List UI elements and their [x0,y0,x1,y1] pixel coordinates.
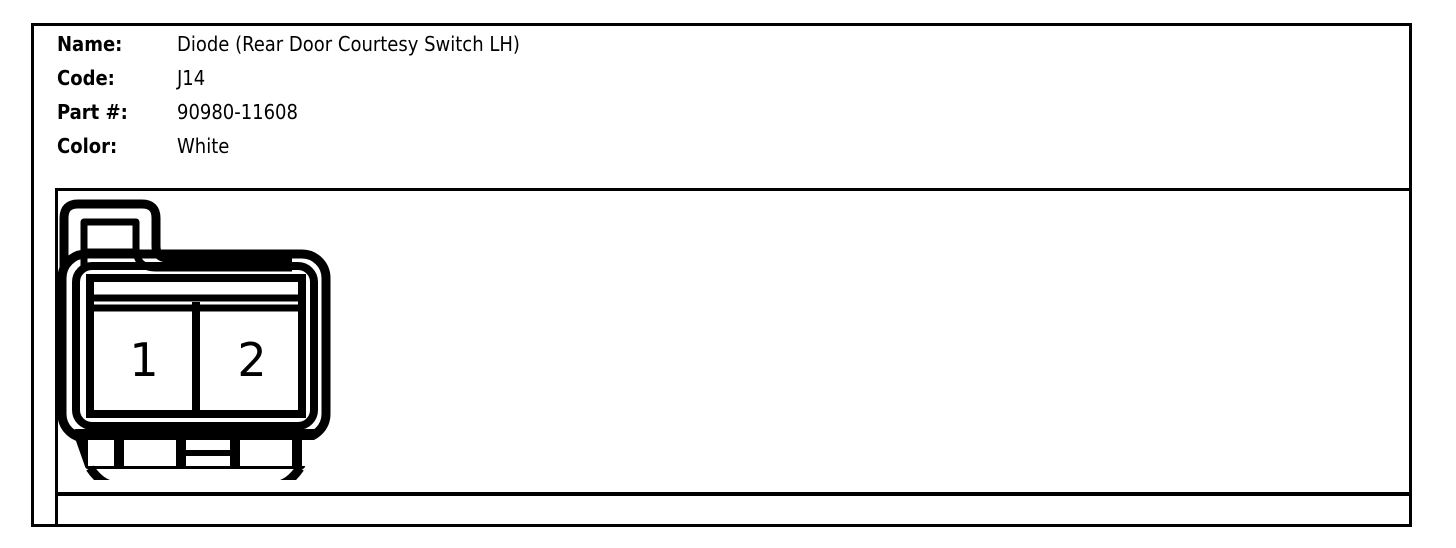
connector-drawing: 1 2 [56,190,356,480]
spec-value-code: J14 [177,66,206,90]
pin-number-1: 1 [129,333,158,387]
spec-row-part-number: Part #: 90980-11608 [57,100,957,134]
spec-label-code: Code: [57,66,115,90]
connector-bottom-flange [73,429,326,480]
terminal-cavity-block [86,274,306,418]
specification-list: Name: Diode (Rear Door Courtesy Switch L… [57,32,957,168]
spec-label-color: Color: [57,134,118,158]
spec-value-name: Diode (Rear Door Courtesy Switch LH) [177,32,520,56]
pin-number-2: 2 [237,333,266,387]
spec-label-name: Name: [57,32,123,56]
spec-row-code: Code: J14 [57,66,957,100]
diagram-panel-divider [55,492,1412,496]
spec-row-color: Color: White [57,134,957,168]
spec-value-part-number: 90980-11608 [177,100,298,124]
flange-slots [88,440,326,466]
spec-value-color: White [177,134,230,158]
diagram-panel [55,188,1412,527]
spec-label-part-number: Part #: [57,100,128,124]
spec-row-name: Name: Diode (Rear Door Courtesy Switch L… [57,32,957,66]
